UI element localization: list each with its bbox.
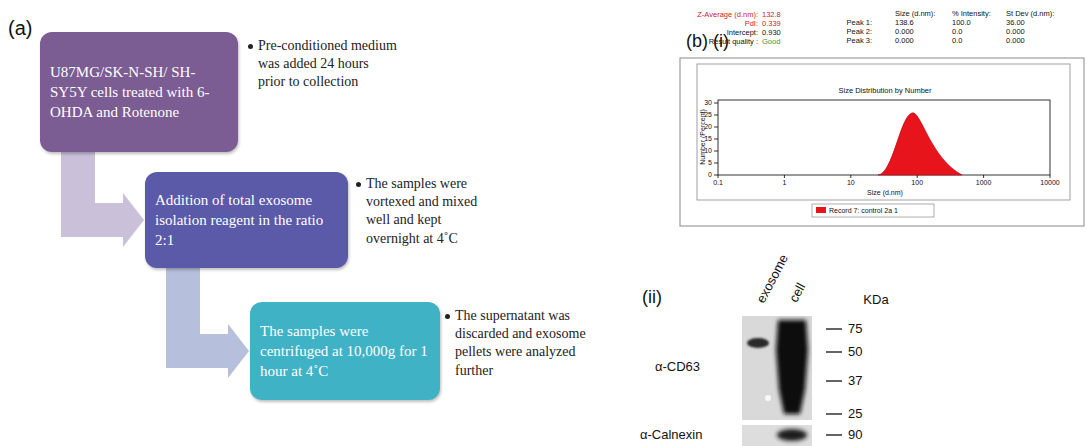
panel-label: (ii) [642,287,662,308]
axis-tick: 15 [704,135,712,143]
marker-size: 25 [848,407,862,422]
table-cell: 100.0 [952,19,971,28]
axis-title: Size (d.nm) [867,189,903,197]
axis-tick: 0 [708,171,712,179]
table-cell: 0.0 [952,37,962,46]
table-cell: Peak 1: [847,19,872,28]
dls-field: Z-Average (d.nm): [697,11,758,20]
marker-size: 37 [848,374,862,389]
table-cell: 0.000 [1006,28,1025,37]
axis-tick: 1 [782,179,786,187]
table-header: Size (d.nm): [895,10,935,19]
table-cell: 0.000 [895,37,914,46]
dls-value: Good [762,38,780,47]
block-arrow [78,152,144,247]
box-text: U87MG/SK-N-SH/ SH-SY5Y cells treated wit… [50,62,228,123]
axis-tick: 1000 [976,179,992,187]
axis-tick: 10 [704,147,712,155]
dls-field: Result quality : [709,38,758,47]
dls-value: 0.930 [762,29,781,38]
unit-label: KDa [863,293,888,308]
table-cell: 138.6 [895,19,914,28]
antibody-label: α-Calnexin [640,428,702,443]
bullet-note: The samples were vortexed and mixed well… [366,175,494,248]
table-header: St Dev (d.nm): [1006,10,1054,19]
dls-value: 0.339 [762,20,781,29]
table-cell: Peak 2: [847,28,872,37]
bullet-note: Pre-conditioned medium was added 24 hour… [258,37,398,92]
table-cell: 0.000 [895,28,914,37]
legend-text: Record 7: control 2a 1 [829,206,898,214]
panel-label: (a) [8,17,32,40]
bullet-dot [356,182,361,187]
lane-label: cell [787,281,809,305]
dls-field: PdI: [745,20,758,29]
box-text: Addition of total exosome isolation reag… [155,190,338,251]
western-blot [742,316,842,446]
process-box: Addition of total exosome isolation reag… [145,172,348,268]
axis-tick: 0.1 [713,179,723,187]
axis-tick: 30 [704,99,712,107]
table-cell: 0.0 [952,28,962,37]
process-box: U87MG/SK-N-SH/ SH-SY5Y cells treated wit… [40,32,238,152]
table-header: % Intensity: [952,10,991,19]
marker-size: 90 [848,428,862,443]
bullet-note: The supernatant was discarded and exosom… [455,307,605,380]
dls-value: 132.8 [762,11,781,20]
axis-tick: 25 [704,111,712,119]
marker-size: 50 [848,345,862,360]
block-arrow [183,268,249,378]
table-cell: Peak 3: [847,37,872,46]
box-text: The samples were centrifuged at 10,000g … [260,321,430,382]
axis-tick: 100 [911,179,923,187]
axis-tick: 20 [704,123,712,131]
dls-field: Intercept: [727,29,758,38]
axis-tick: 10000 [1040,179,1059,187]
marker-size: 75 [848,322,862,337]
legend-swatch [816,207,826,213]
dls-report [680,58,1084,226]
bullet-dot [248,44,253,49]
axis-tick: 5 [708,159,712,167]
table-cell: 36.00 [1006,19,1025,28]
process-box: The samples were centrifuged at 10,000g … [250,302,440,400]
antibody-label: α-CD63 [655,360,700,375]
bullet-dot [445,314,450,319]
axis-tick: 10 [847,179,855,187]
chart-title: Size Distribution by Number [839,87,932,96]
table-cell: 0.000 [1006,37,1025,46]
